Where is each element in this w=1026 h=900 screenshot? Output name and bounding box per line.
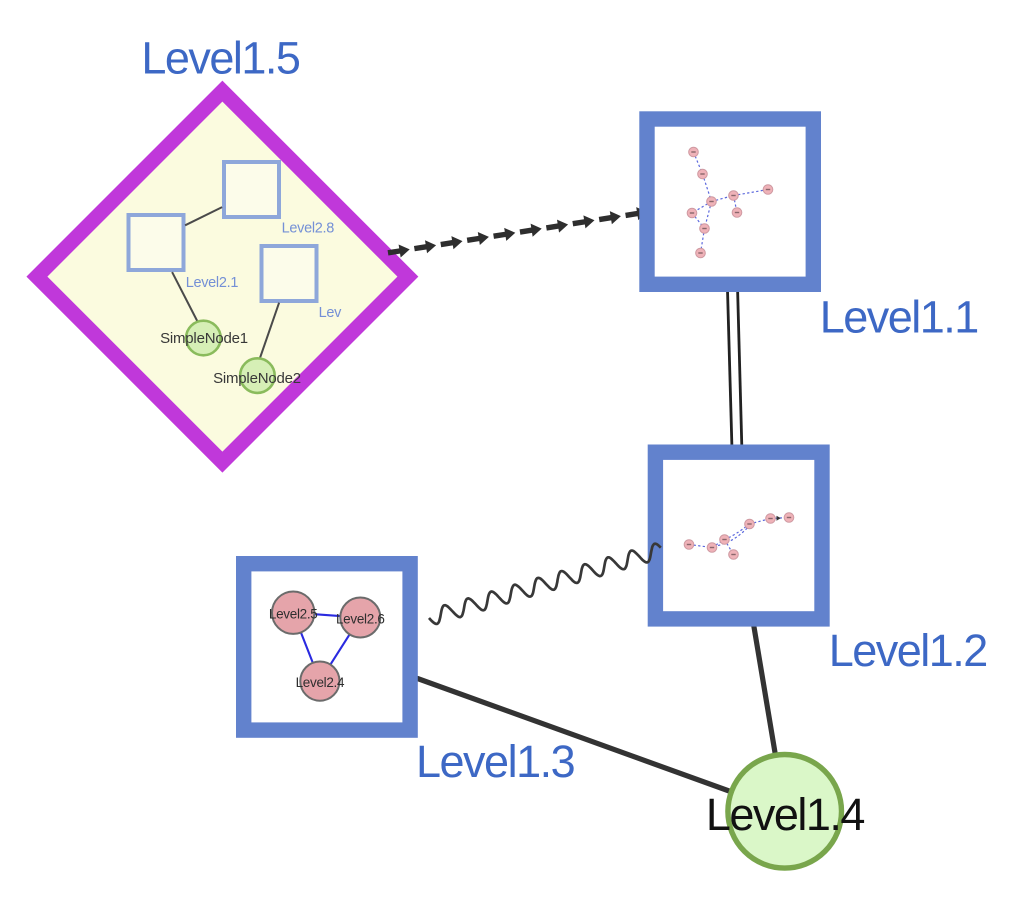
svg-text:Level2.1: Level2.1 [186,275,239,291]
svg-text:SimpleNode1: SimpleNode1 [160,330,248,347]
svg-text:Level1.2: Level1.2 [829,625,987,676]
svg-text:Level1.3: Level1.3 [416,736,575,787]
svg-text:Level1.4: Level1.4 [706,789,865,840]
svg-text:Level2.5: Level2.5 [269,607,318,622]
svg-text:Level1.5: Level1.5 [141,33,300,84]
svg-text:Level2.4: Level2.4 [296,675,345,690]
svg-text:Level2.6: Level2.6 [336,611,385,626]
svg-text:Level1.1: Level1.1 [820,292,978,343]
svg-text:Level2.8: Level2.8 [282,221,335,237]
svg-text:Lev: Lev [319,305,343,321]
svg-text:SimpleNode2: SimpleNode2 [213,370,301,387]
